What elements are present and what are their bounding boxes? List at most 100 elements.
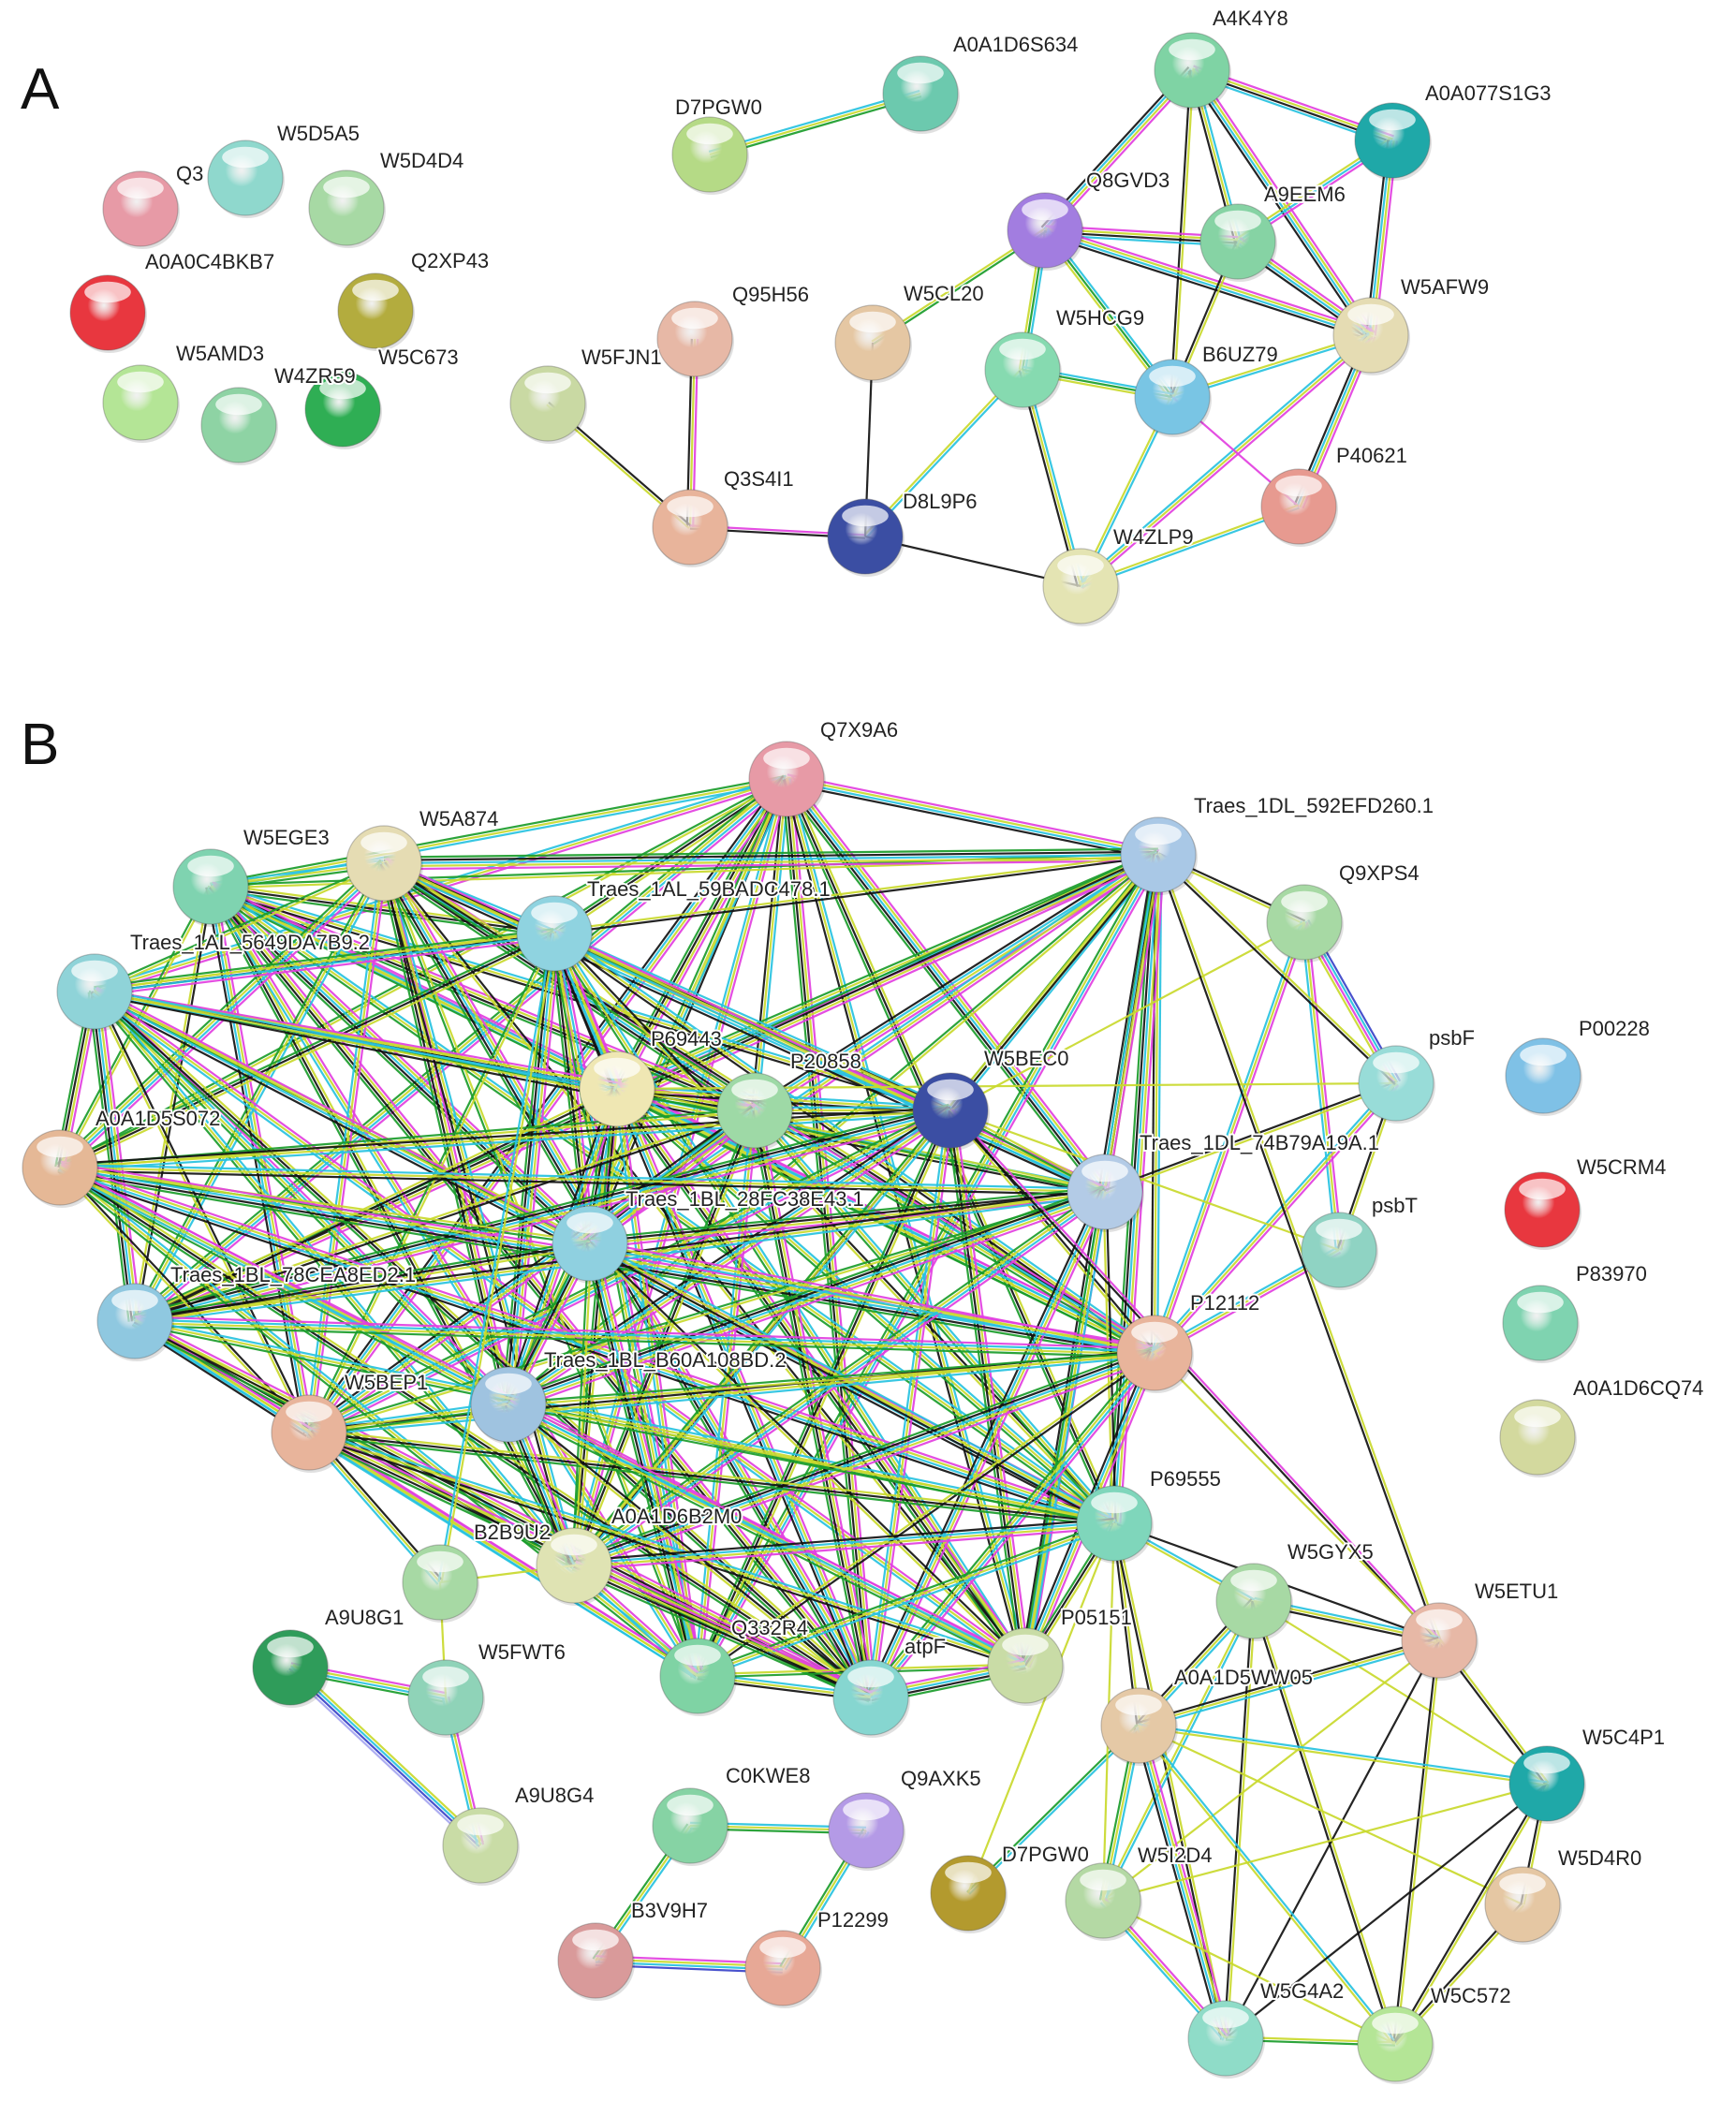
node-highlight <box>267 1636 314 1658</box>
node-Traes_1BL_28FC38E43.1[interactable] <box>552 1205 629 1284</box>
node-W5C673[interactable] <box>304 371 382 449</box>
node-W5C572[interactable] <box>1357 2006 1434 2084</box>
node-P20858[interactable] <box>716 1072 794 1151</box>
node-B3V9H7[interactable] <box>557 1922 635 2001</box>
node-label-Traes_1AL_5649DA7B9.2: Traes_1AL_5649DA7B9.2 <box>130 931 370 954</box>
node-Q9AXK5[interactable] <box>828 1792 905 1871</box>
node-A9EEM6[interactable] <box>1199 203 1277 282</box>
node-W5A874[interactable] <box>346 825 423 904</box>
node-A0A1D5WW05[interactable] <box>1100 1687 1178 1766</box>
edge-line-textmining <box>292 1663 485 1844</box>
node-A0A077S1G3[interactable] <box>1354 102 1432 181</box>
node-W5BEC0[interactable] <box>912 1072 990 1151</box>
edge-line-textmining <box>1158 853 1398 1083</box>
node-highlight <box>1002 1634 1049 1656</box>
node-W5I2D4[interactable] <box>1065 1862 1142 1941</box>
node-W5FJN1[interactable] <box>509 365 587 444</box>
node-P69555[interactable] <box>1076 1485 1154 1564</box>
node-W5ETU1[interactable] <box>1401 1602 1479 1681</box>
node-C0KWE8[interactable] <box>652 1787 729 1866</box>
edge-line-coexpression <box>1104 1080 1396 1192</box>
node-Q95H56[interactable] <box>656 301 734 379</box>
node-label-W4ZR59: W4ZR59 <box>274 364 356 388</box>
edge-line-experimental <box>595 1242 705 1675</box>
node-Q8GVD3[interactable] <box>1007 192 1084 271</box>
node-Traes_1AL_59BADC478.1[interactable] <box>516 895 594 974</box>
node-D8L9P6[interactable] <box>827 498 905 577</box>
edge-line-textmining <box>1253 1600 1548 1785</box>
node-label-atpF: atpF <box>905 1635 946 1658</box>
panel-a-letter: A <box>21 57 60 122</box>
edge-line-coexpression <box>1043 233 1370 341</box>
node-highlight <box>1373 1051 1420 1074</box>
node-P05151[interactable] <box>987 1627 1065 1706</box>
node-Q7X9A6[interactable] <box>748 741 826 819</box>
edge-line-experimental <box>136 1115 952 1329</box>
edge-line-neighborhood <box>93 860 384 992</box>
node-W5G4A2[interactable] <box>1187 2000 1265 2079</box>
node-A0A1D5S072[interactable] <box>22 1129 99 1208</box>
node-Q2XP43[interactable] <box>337 272 415 351</box>
node-A9U8G4[interactable] <box>442 1807 520 1886</box>
node-W5FWT6[interactable] <box>407 1659 485 1738</box>
node-D7PGW0[interactable] <box>930 1855 1008 1933</box>
edge-A0A1D5WW05-W5C4P1 <box>1138 1723 1548 1786</box>
node-Q3S4I1[interactable] <box>652 489 729 567</box>
node-B6UZ79[interactable] <box>1134 359 1212 437</box>
node-W5HCG9[interactable] <box>984 331 1062 410</box>
node-psbT[interactable] <box>1301 1212 1378 1290</box>
node-W5BEP1[interactable] <box>271 1394 348 1473</box>
node-A0A0C4BKB7[interactable] <box>69 274 147 353</box>
edge-line-neighborhood <box>571 1568 870 1703</box>
node-P00228[interactable] <box>1505 1037 1582 1116</box>
edge-line-textmining <box>1023 1191 1107 1667</box>
node-Q332R4[interactable] <box>659 1638 737 1716</box>
node-A0A1D6CQ74[interactable] <box>1499 1399 1577 1477</box>
edge-line-textmining <box>1139 1725 1228 2038</box>
edge-line-textmining <box>309 1428 1115 1521</box>
node-Traes_1DL_592EFD260.1[interactable] <box>1120 816 1198 895</box>
node-P12299[interactable] <box>744 1930 822 2008</box>
node-W5CRM4[interactable] <box>1504 1171 1582 1250</box>
node-B2B9U2[interactable] <box>402 1544 479 1623</box>
node-psbF[interactable] <box>1358 1045 1435 1124</box>
node-W5CL20[interactable] <box>834 304 912 383</box>
node-P83970[interactable] <box>1502 1285 1580 1363</box>
edge-line-textmining <box>868 1351 1155 1697</box>
node-W5C4P1[interactable] <box>1508 1745 1586 1824</box>
node-A0A1D6S634[interactable] <box>882 55 960 134</box>
edge-line-experimental <box>509 1399 1028 1663</box>
node-label-Q9XPS4: Q9XPS4 <box>1339 861 1420 885</box>
node-Q9XPS4[interactable] <box>1266 884 1344 962</box>
node-W5D4R0[interactable] <box>1484 1866 1562 1945</box>
edge-line-database <box>306 777 787 1433</box>
node-label-W5GYX5: W5GYX5 <box>1287 1540 1374 1564</box>
node-A9U8G1[interactable] <box>252 1629 330 1708</box>
node-W4ZR59[interactable] <box>200 387 278 465</box>
node-W5EGE3[interactable] <box>172 848 250 927</box>
node-P12112[interactable] <box>1116 1315 1194 1393</box>
edge-line-textmining <box>134 1321 1155 1356</box>
node-W5D4D4[interactable] <box>308 169 386 248</box>
edge-line-experimental <box>311 1112 758 1437</box>
node-Q3[interactable] <box>102 170 180 249</box>
node-A4K4Y8[interactable] <box>1154 32 1231 110</box>
node-P40621[interactable] <box>1260 468 1338 547</box>
node-D7PGW0[interactable] <box>671 116 749 195</box>
node-Traes_1AL_5649DA7B9.2[interactable] <box>56 953 134 1032</box>
node-Traes_1DL_74B79A19A.1[interactable] <box>1067 1154 1144 1232</box>
node-atpF[interactable] <box>832 1659 910 1738</box>
node-W5AFW9[interactable] <box>1332 297 1410 375</box>
node-highlight <box>671 307 718 330</box>
node-P69443[interactable] <box>579 1051 656 1129</box>
edge-line-database <box>135 1318 1155 1353</box>
node-A0A1D6B2M0[interactable] <box>536 1527 613 1606</box>
node-highlight <box>1230 1569 1277 1592</box>
node-W5D5A5[interactable] <box>207 140 285 218</box>
node-Traes_1BL_B60A108BD.2[interactable] <box>470 1366 548 1445</box>
node-Traes_1BL_78CEA8ED2.1[interactable] <box>96 1283 174 1361</box>
node-W5GYX5[interactable] <box>1215 1563 1293 1641</box>
node-W4ZLP9[interactable] <box>1042 548 1120 626</box>
node-W5AMD3[interactable] <box>102 364 180 443</box>
